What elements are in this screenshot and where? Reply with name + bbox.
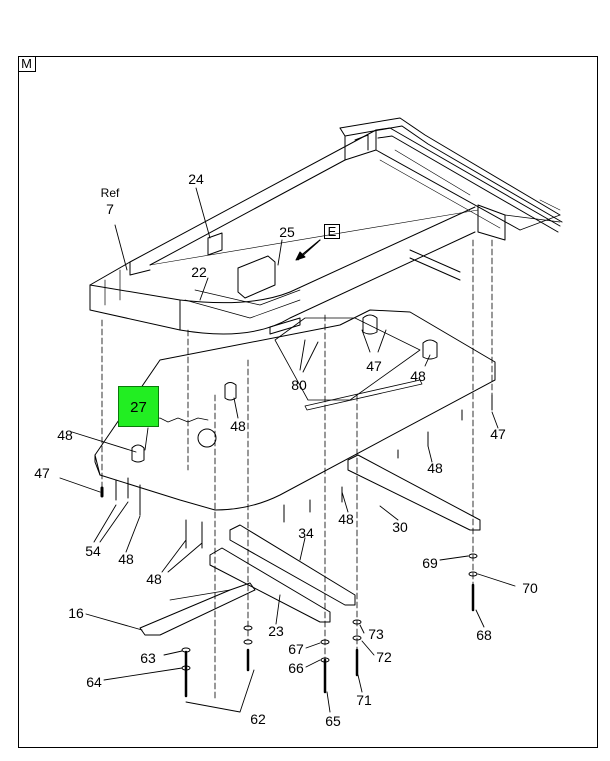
callout-48-e: 48: [338, 511, 354, 527]
callout-48-d: 48: [427, 460, 443, 476]
callout-34: 34: [298, 525, 314, 541]
callout-48-b: 48: [230, 418, 246, 434]
figure-border: [18, 56, 598, 748]
leader-lines: [59, 187, 516, 713]
upper-frame: [129, 117, 563, 276]
callout-16: 16: [68, 605, 84, 621]
callout-73: 73: [368, 626, 384, 642]
inner-brackets: [184, 232, 301, 335]
front-member: [89, 261, 291, 335]
callout-30: 30: [392, 519, 408, 535]
callout-48-f: 48: [118, 551, 134, 567]
callout-23: 23: [268, 623, 284, 639]
floor-plate: [94, 309, 496, 511]
view-letter-box: M: [18, 56, 36, 72]
callout-47-a: 47: [366, 358, 382, 374]
callout-67: 67: [288, 641, 304, 657]
fasteners: [100, 394, 493, 698]
callout-62: 62: [250, 711, 266, 727]
right-rail: [289, 204, 561, 319]
callout-ref-7: 7: [106, 201, 114, 217]
callout-64: 64: [86, 674, 102, 690]
lower-rails: [139, 454, 481, 636]
callout-70: 70: [522, 580, 538, 596]
detail-ref-box: E: [324, 224, 340, 239]
callout-71: 71: [356, 692, 372, 708]
callout-22: 22: [191, 264, 207, 280]
callout-68: 68: [476, 627, 492, 643]
callout-72: 72: [376, 649, 392, 665]
callout-65: 65: [325, 713, 341, 729]
callout-47-b: 47: [490, 426, 506, 442]
callout-48-g: 48: [146, 571, 162, 587]
callout-27-label: 27: [130, 399, 147, 416]
ref-label: Ref: [100, 186, 120, 200]
callout-63: 63: [140, 650, 156, 666]
callout-54: 54: [85, 543, 101, 559]
highlighted-callout-27[interactable]: 27: [118, 386, 159, 427]
callout-69: 69: [422, 555, 438, 571]
callout-66: 66: [288, 660, 304, 676]
callout-24: 24: [188, 171, 204, 187]
callout-47-c: 47: [34, 465, 50, 481]
callout-80: 80: [291, 377, 307, 393]
detail-arrow: [295, 239, 321, 261]
callout-25: 25: [279, 224, 295, 240]
callout-48-a: 48: [410, 368, 426, 384]
callout-48-c: 48: [57, 427, 73, 443]
